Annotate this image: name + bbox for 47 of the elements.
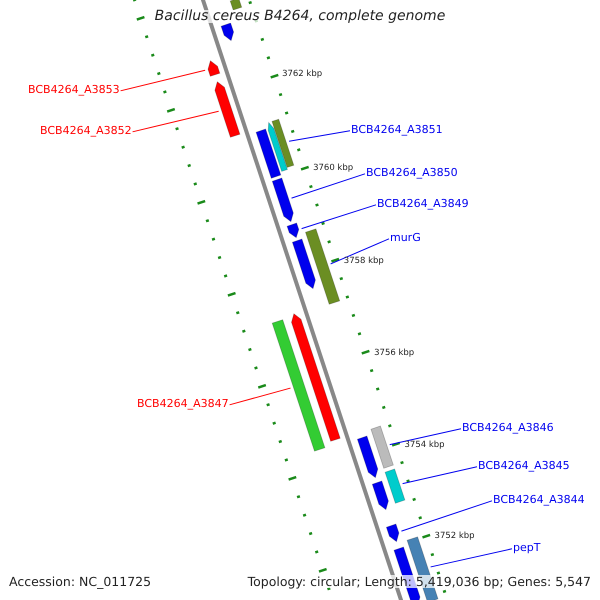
gene-block (272, 118, 294, 168)
gene-label: pepT (513, 541, 540, 554)
gene-feature (386, 524, 400, 542)
scale-label: 3754 kbp (404, 440, 445, 450)
genome-summary-text: Topology: circular; Length: 5,419,036 bp; Genes: 5,547 (248, 575, 591, 588)
title: Bacillus cereus B4264, complete genome (154, 10, 446, 23)
gene-block (370, 426, 394, 469)
scale-label: 3752 kbp (434, 530, 475, 541)
gene-feature (292, 238, 316, 290)
leader-line (389, 428, 462, 446)
gene-feature (268, 121, 288, 172)
leader-line (402, 466, 478, 484)
leader-line (301, 204, 376, 230)
scale-label: 3758 kbp (344, 256, 384, 266)
gene-block (384, 468, 406, 504)
gene-label: murG (390, 231, 421, 244)
gene-feature (372, 480, 389, 510)
accession-text: Accession: NC_011725 (9, 575, 152, 588)
gene-label: BCB4264_A3845 (478, 459, 570, 472)
gene-feature (208, 60, 220, 77)
gene-feature (214, 81, 240, 138)
leader-line (132, 110, 220, 132)
leader-line (330, 238, 390, 264)
gene-label: BCB4264_A3849 (377, 197, 469, 210)
leader-line (288, 130, 350, 142)
gene-label: BCB4264_A3850 (366, 166, 458, 179)
gene-label: BCB4264_A3846 (462, 421, 554, 434)
gene-feature (356, 436, 378, 478)
leader-line (120, 70, 206, 92)
gene-label: BCB4264_A3851 (351, 123, 443, 136)
scale-label: 3760 kbp (313, 162, 354, 173)
gene-feature (291, 313, 341, 442)
leader-line (400, 500, 492, 532)
scale-label: 3762 kbp (282, 68, 322, 79)
gene-block (305, 228, 340, 305)
scale-label: 3756 kbp (374, 348, 414, 358)
gene-label: BCB4264_A3852 (40, 124, 132, 137)
leader-line (291, 173, 366, 199)
gene-feature (272, 178, 294, 222)
gene-feature (286, 222, 300, 238)
gene-block (272, 319, 326, 452)
gene-label: BCB4264_A3847 (137, 397, 229, 410)
gene-feature (220, 22, 234, 42)
leader-line (229, 388, 292, 406)
gene-label: BCB4264_A3853 (28, 83, 120, 96)
gene-label: BCB4264_A3844 (493, 493, 585, 506)
gene-block (256, 128, 282, 179)
